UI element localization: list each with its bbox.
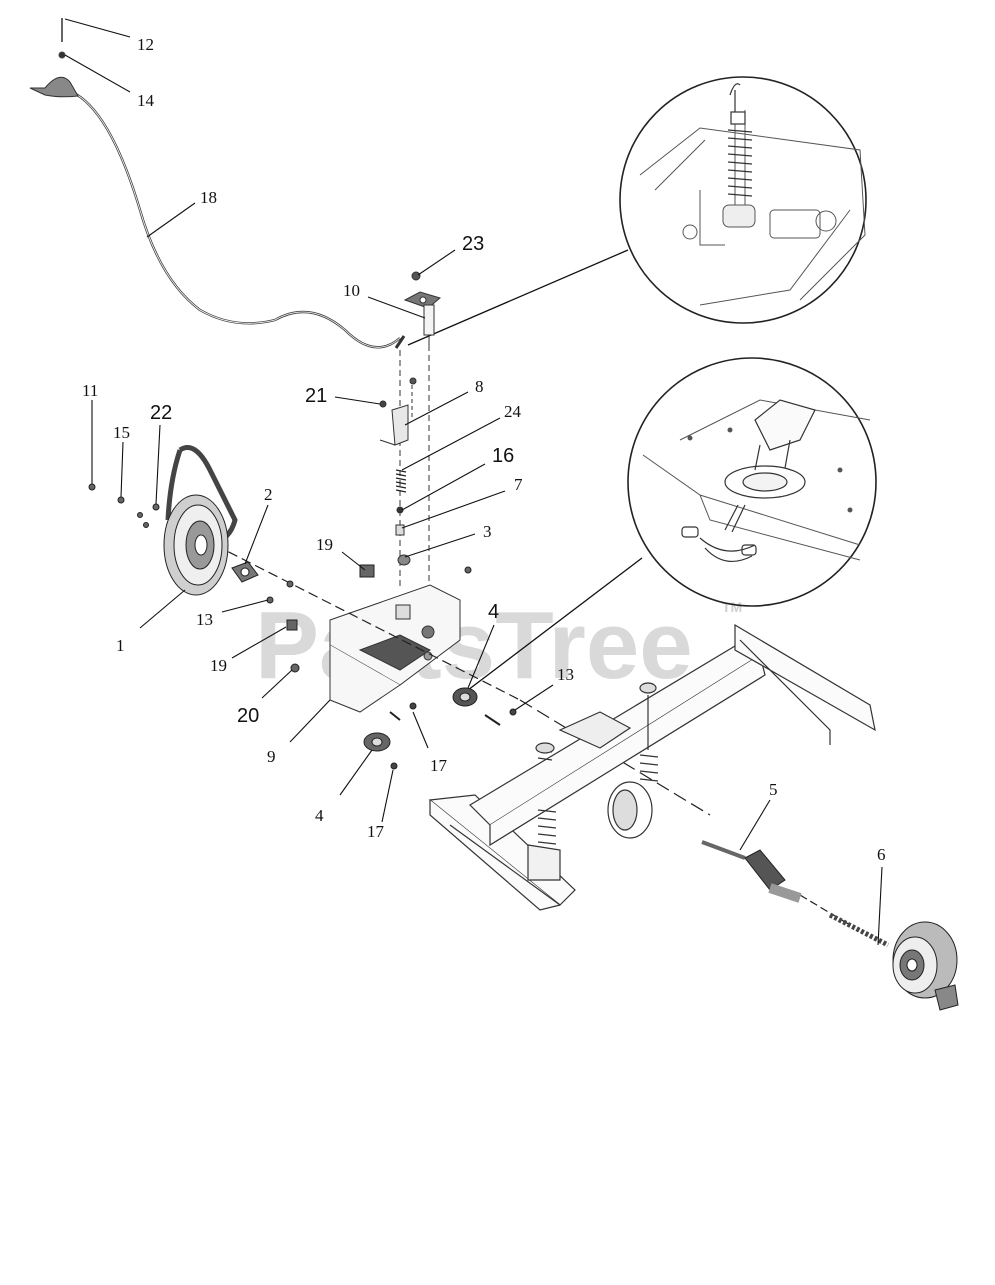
detail-inset-bottom <box>627 357 877 607</box>
callout-4-lower: 4 <box>315 806 324 825</box>
watermark-tm: TM <box>722 599 742 615</box>
callout-6: 6 <box>877 845 886 864</box>
callout-11: 11 <box>82 381 98 400</box>
callout-13-left: 13 <box>196 610 213 629</box>
electric-clutch <box>828 912 959 1011</box>
callout-22: 22 <box>150 402 172 424</box>
callout-5: 5 <box>769 780 778 799</box>
callout-4-upper: 4 <box>488 601 499 623</box>
callout-24: 24 <box>504 402 522 421</box>
callout-12: 12 <box>137 35 154 54</box>
callout-20: 20 <box>237 705 259 727</box>
callout-21: 21 <box>305 385 327 407</box>
inset-leaders <box>407 249 643 691</box>
watermark: PartsTree TM <box>255 592 742 699</box>
vertical-linkage <box>379 271 442 620</box>
callout-19-upper: 19 <box>316 535 333 554</box>
callout-9: 9 <box>267 747 276 766</box>
callout-17-lower: 17 <box>367 822 385 841</box>
callout-13-right: 13 <box>557 665 574 684</box>
callout-8: 8 <box>475 377 484 396</box>
callout-14: 14 <box>137 91 155 110</box>
hub <box>231 561 259 583</box>
callout-3: 3 <box>483 522 492 541</box>
callout-19-lower: 19 <box>210 656 227 675</box>
pulley-with-belt <box>163 445 238 596</box>
callout-7: 7 <box>514 475 523 494</box>
frame-springs <box>535 682 659 845</box>
mount-plate <box>329 584 461 713</box>
bearings <box>363 687 517 770</box>
callout-leaders <box>64 18 883 946</box>
callout-18: 18 <box>200 188 217 207</box>
tractor-frame <box>428 623 876 911</box>
callout-17-upper: 17 <box>430 756 448 775</box>
callout-1: 1 <box>116 636 125 655</box>
callout-labels: 12 14 18 23 10 21 8 24 16 7 3 11 15 22 2… <box>82 35 886 864</box>
callout-10: 10 <box>343 281 360 300</box>
fasteners-left <box>88 483 472 673</box>
callout-16: 16 <box>492 445 514 467</box>
callout-2: 2 <box>264 485 273 504</box>
callout-15: 15 <box>113 423 130 442</box>
pto-shaft <box>701 840 802 903</box>
callout-23: 23 <box>462 233 484 255</box>
control-cable <box>29 18 406 349</box>
watermark-text: PartsTree <box>255 592 693 699</box>
detail-inset-top <box>619 76 867 324</box>
